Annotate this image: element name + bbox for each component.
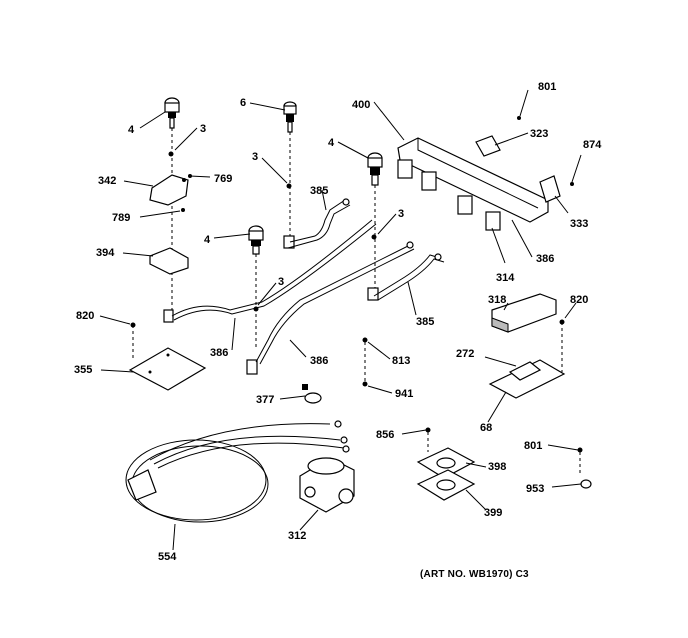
- callout-385-top: 385: [310, 185, 328, 197]
- mounting-plate-355: [128, 347, 207, 391]
- callout-3-lower: 3: [278, 276, 284, 288]
- callout-820-left: 820: [76, 310, 94, 322]
- callout-323: 323: [530, 128, 548, 140]
- callout-769: 769: [214, 173, 232, 185]
- callout-68: 68: [480, 422, 492, 434]
- bracket-323: [475, 135, 501, 157]
- leader-lines: [99, 89, 582, 551]
- callout-3-right: 3: [398, 208, 404, 220]
- callout-342: 342: [98, 175, 116, 187]
- tube-fitting-a: [163, 309, 174, 323]
- callout-314: 314: [496, 272, 515, 284]
- clip-377: [302, 384, 322, 404]
- screw-813: [362, 337, 368, 343]
- callout-4-left-top: 4: [128, 124, 135, 136]
- screw-3-c: [371, 234, 377, 240]
- callout-312: 312: [288, 530, 306, 542]
- screw-801-bottom: [577, 447, 583, 453]
- tube-fitting-c: [283, 235, 295, 249]
- screw-3-a: [168, 151, 174, 157]
- bracket-272: [488, 359, 566, 399]
- screw-874: [570, 182, 574, 186]
- callout-385-lower: 385: [416, 316, 434, 328]
- art-number: (ART NO. WB1970) C3: [420, 569, 529, 580]
- callout-941: 941: [395, 388, 413, 400]
- callout-355: 355: [74, 364, 92, 376]
- wiring-harness-554: [125, 420, 350, 523]
- burner-valve-lower: [248, 225, 264, 255]
- tube-fitting-b: [246, 359, 258, 375]
- callout-801-top: 801: [538, 81, 556, 93]
- callout-554: 554: [158, 551, 177, 563]
- callout-6: 6: [240, 97, 246, 109]
- control-module-318: [491, 293, 557, 333]
- callout-386-left: 386: [210, 347, 228, 359]
- callout-3-left-top: 3: [200, 123, 206, 135]
- callout-400: 400: [352, 99, 370, 111]
- callout-398: 398: [488, 461, 506, 473]
- callout-789: 789: [112, 212, 130, 224]
- callout-labels: 801 400 6 4 3 323 874 769 342 385 3 4 3 …: [74, 81, 602, 563]
- callout-386-center: 386: [310, 355, 328, 367]
- screw-801-top: [517, 116, 521, 120]
- callout-386-right: 386: [536, 253, 554, 265]
- callout-4-lower: 4: [204, 234, 211, 246]
- gas-manifold-400: [397, 137, 549, 231]
- screw-941: [362, 381, 368, 387]
- callout-4-right: 4: [328, 137, 335, 149]
- callout-377: 377: [256, 394, 274, 406]
- callout-318: 318: [488, 294, 506, 306]
- bracket-342: [149, 174, 189, 206]
- pressure-regulator-312: [299, 457, 355, 513]
- callout-820-right: 820: [570, 294, 588, 306]
- gasket-398: [416, 447, 476, 479]
- callout-801-bottom: 801: [524, 440, 542, 452]
- screw-856: [425, 427, 431, 433]
- callout-394: 394: [96, 247, 115, 259]
- callout-3-mid: 3: [252, 151, 258, 163]
- screw-3-b: [286, 183, 292, 189]
- callout-953: 953: [526, 483, 544, 495]
- callout-333: 333: [570, 218, 588, 230]
- bracket-394: [149, 247, 189, 275]
- callout-874: 874: [583, 139, 602, 151]
- gas-tubes: [171, 198, 445, 365]
- burner-valve-top-center: [283, 101, 297, 133]
- burner-valve-left-top: [164, 97, 180, 129]
- plate-399: [416, 469, 476, 501]
- clip-953: [580, 479, 592, 489]
- callout-813: 813: [392, 355, 410, 367]
- callout-272: 272: [456, 348, 474, 360]
- burner-valve-right: [367, 152, 383, 186]
- callout-856: 856: [376, 429, 394, 441]
- callout-399: 399: [484, 507, 502, 519]
- bracket-333: [539, 175, 561, 203]
- screw-769-a: [181, 208, 185, 212]
